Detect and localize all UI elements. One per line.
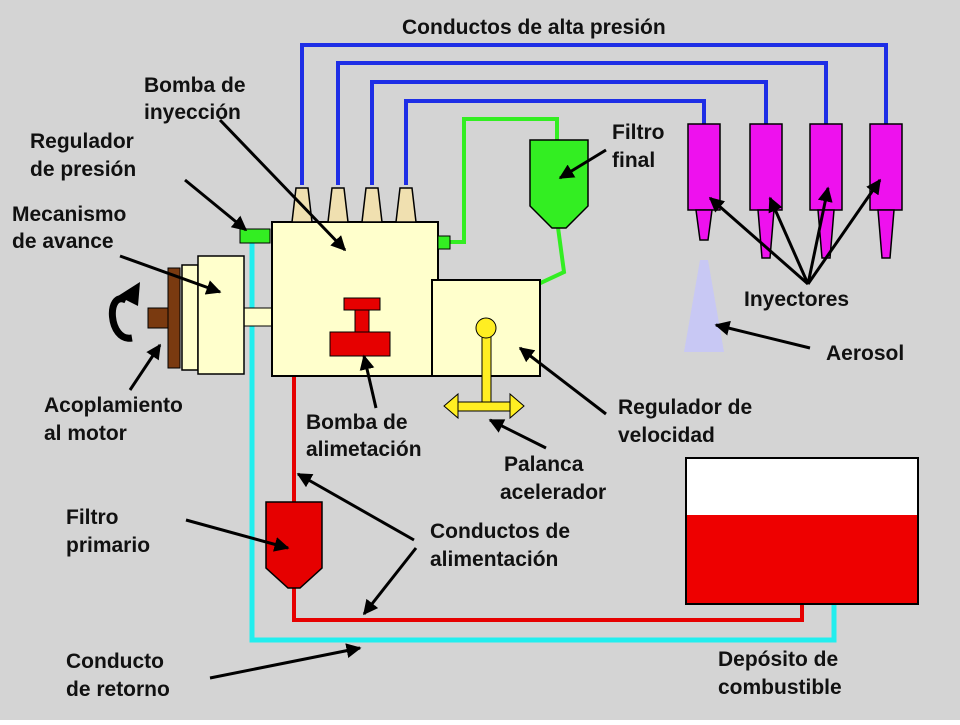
high-pressure-line-3: [370, 80, 768, 185]
label-pressure-regulator-line1: Regulador: [30, 130, 134, 153]
arrow-throttle-lever: [488, 418, 547, 450]
high-pressure-line-1: [300, 43, 888, 185]
primary-filter: [265, 501, 323, 589]
label-injectors: Inyectores: [744, 288, 849, 311]
label-motor-coupling-line1: Acoplamiento: [44, 394, 183, 417]
motor-coupling: [109, 267, 273, 369]
label-final-filter-line2: final: [612, 149, 655, 172]
label-pressure-regulator-line2: de presión: [30, 158, 136, 181]
high-pressure-line-2: [336, 61, 828, 185]
rotation-arrow-icon: [118, 282, 140, 306]
callout-arrows: [119, 118, 882, 680]
arrow-final-filter: [558, 148, 607, 180]
filtered-line-top: [442, 117, 559, 244]
arrow-injection-pump: [218, 118, 347, 252]
return-line: [249, 236, 837, 643]
label-primary-filter-line2: primario: [66, 534, 150, 557]
final-filter: [529, 139, 589, 229]
label-motor-coupling-line2: al motor: [44, 422, 127, 445]
arrow-advance-mechanism: [119, 254, 222, 295]
label-fuel-tank-line2: combustible: [718, 676, 842, 699]
label-speed-regulator-line1: Regulador de: [618, 396, 752, 419]
feed-line-from-tank: [292, 585, 804, 622]
high-pressure-line-4: [404, 99, 706, 185]
arrow-primary-filter: [185, 518, 290, 552]
pump-inlet-fitting: [437, 235, 451, 250]
label-injection-pump-line1: Bomba de: [144, 74, 246, 97]
fuel-tank: [685, 457, 919, 605]
arrow-injector-2: [768, 196, 810, 285]
advance-mechanism: [181, 255, 245, 375]
pump-shaft: [239, 307, 273, 327]
throttle-lever: [443, 317, 525, 420]
arrow-injector-4: [806, 178, 882, 285]
label-feed-lines-line1: Conductos de: [430, 520, 570, 543]
label-fuel-tank-line1: Depósito de: [718, 648, 838, 671]
feed-pump: [329, 297, 391, 357]
label-speed-regulator-line2: velocidad: [618, 424, 715, 447]
injector-4: [869, 123, 903, 259]
arrow-speed-regulator: [518, 346, 607, 416]
injector-1: [687, 123, 721, 241]
label-feed-pump-line2: alimetación: [306, 438, 422, 461]
label-throttle-lever-line1: Palanca: [504, 453, 584, 476]
arrow-injector-3: [806, 186, 833, 285]
arrow-injector-1: [708, 196, 809, 286]
label-high-pressure-lines: Conductos de alta presión: [402, 16, 666, 39]
label-advance-mechanism-line1: Mecanismo: [12, 203, 126, 226]
arrow-feed-pump: [359, 354, 378, 409]
arrow-return-line: [209, 643, 362, 680]
label-return-line-line1: Conducto: [66, 650, 164, 673]
label-final-filter-line1: Filtro: [612, 121, 665, 144]
high-pressure-lines: [300, 43, 888, 185]
pressure-regulator: [239, 228, 271, 244]
label-primary-filter-line1: Filtro: [66, 506, 119, 529]
injector-2: [749, 123, 783, 259]
label-return-line-line2: de retorno: [66, 678, 170, 701]
arrow-feed-line-lower: [362, 547, 418, 616]
label-throttle-lever-line2: acelerador: [500, 481, 606, 504]
label-advance-mechanism-line2: de avance: [12, 230, 114, 253]
label-feed-pump-line1: Bomba de: [306, 411, 408, 434]
arrow-aerosol: [714, 320, 811, 350]
rotation-icon: [109, 295, 133, 342]
coupling-flange: [167, 267, 181, 369]
label-injection-pump-line2: inyección: [144, 101, 241, 124]
label-feed-lines-line2: alimentación: [430, 548, 558, 571]
aerosol-spray: [684, 260, 724, 352]
labels: Conductos de alta presión Bomba de inyec…: [12, 16, 904, 701]
arrow-motor-coupling: [128, 343, 162, 391]
fuel-level: [687, 515, 917, 603]
arrow-pressure-regulator: [184, 178, 248, 232]
arrow-feed-line-upper: [296, 472, 415, 542]
label-aerosol: Aerosol: [826, 342, 904, 365]
